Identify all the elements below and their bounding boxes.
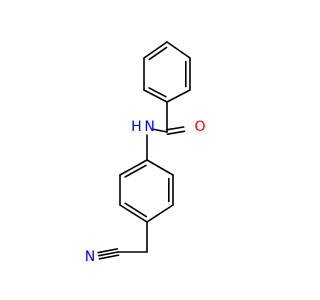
atom-label-o1: O [194, 119, 205, 135]
bond-c15-n2-b [98, 254, 120, 260]
bond-c6-c1-inner [148, 46, 168, 61]
bond-c15-n2-mid [98, 251, 119, 257]
bond-layer [97, 41, 191, 260]
bond-c4-c5-inner [148, 87, 167, 98]
bond-c6-c1 [143, 41, 168, 59]
atom-label-n2: N [85, 249, 95, 265]
bond-c7-o1-b [165, 126, 185, 131]
atom-label-layer: O H N N [85, 119, 206, 265]
bond-c1-c2 [166, 41, 191, 59]
atom-label-n1: H N [131, 119, 155, 135]
bond-c10-c11 [119, 204, 148, 223]
bond-c8-c9 [119, 159, 148, 176]
bond-c11-c12 [146, 204, 174, 223]
bond-c3-c4 [166, 89, 191, 103]
bond-c8-c9-inner [124, 164, 147, 178]
bond-c4-c5 [143, 89, 168, 103]
bond-c10-c11-inner [124, 202, 148, 218]
bond-c7-n1 [153, 128, 168, 133]
bond-c15-n2-a [97, 248, 119, 254]
bond-c7-o1-a [166, 130, 186, 135]
bond-c13-c8 [146, 159, 174, 176]
molecule-structure-diagram: O H N N [85, 41, 206, 265]
